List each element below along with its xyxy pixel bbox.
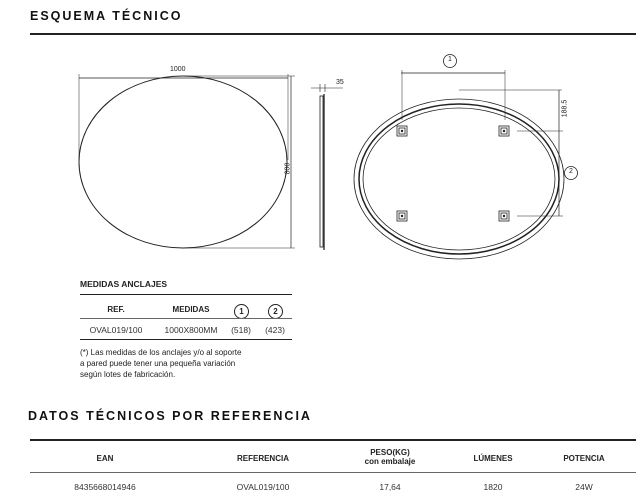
- col-ean: EAN: [96, 454, 114, 463]
- technical-drawing: [78, 54, 578, 260]
- cell-1: (518): [231, 325, 251, 335]
- circled-2: 2: [268, 304, 283, 319]
- back-view-outer-ellipse: [353, 98, 565, 260]
- cell-peso: 17,64: [379, 482, 401, 492]
- col-potencia: POTENCIA: [563, 454, 605, 463]
- section-title-specs: DATOS TÉCNICOS POR REFERENCIA: [28, 409, 312, 423]
- peso-sublabel: con embalaje: [364, 457, 416, 466]
- col-ref: REF.: [107, 305, 125, 314]
- note-line: a pared puede tener una pequeña variació…: [80, 359, 236, 368]
- cell-referencia: OVAL019/100: [236, 482, 290, 492]
- anchor-1-label: 1: [448, 56, 452, 63]
- cell-lumenes: 1820: [483, 482, 503, 492]
- height-dimension-label: 800: [284, 162, 292, 175]
- col-medidas: MEDIDAS: [172, 305, 210, 314]
- cell-medidas: 1000X800MM: [164, 325, 218, 335]
- side-view: [319, 95, 324, 248]
- note-line: (*) Las medidas de los anclajes y/o al s…: [80, 348, 242, 357]
- divider: [80, 294, 292, 296]
- divider: [30, 33, 636, 35]
- divider: [80, 339, 292, 341]
- top-offset-label: 188.5: [561, 99, 569, 118]
- circled-1: 1: [234, 304, 249, 319]
- front-view-ellipse: [78, 75, 288, 249]
- anchor-brackets: [396, 125, 510, 222]
- anchors-note: (*) Las medidas de los anclajes y/o al s…: [80, 347, 241, 380]
- divider: [80, 318, 292, 319]
- cell-2: (423): [265, 325, 285, 335]
- col-peso: PESO(KG) con embalaje: [340, 448, 440, 466]
- section-title-schema: ESQUEMA TÉCNICO: [30, 9, 183, 23]
- col-1: 1: [234, 301, 249, 319]
- col-2: 2: [268, 301, 283, 319]
- anchors-title: MEDIDAS ANCLAJES: [80, 279, 168, 289]
- width-dimension-label: 1000: [170, 66, 186, 73]
- cell-potencia: 24W: [575, 482, 593, 492]
- note-line: según lotes de fabricación.: [80, 370, 176, 379]
- col-referencia: REFERENCIA: [236, 454, 289, 463]
- divider: [30, 472, 636, 473]
- anchor-2-label: 2: [569, 168, 573, 175]
- cell-ean: 8435668014946: [74, 482, 136, 492]
- col-lumenes: LÚMENES: [473, 454, 513, 463]
- peso-label: PESO(KG): [370, 448, 410, 457]
- divider: [30, 439, 636, 441]
- cell-ref: OVAL019/100: [89, 325, 143, 335]
- depth-dimension-label: 35: [336, 79, 344, 86]
